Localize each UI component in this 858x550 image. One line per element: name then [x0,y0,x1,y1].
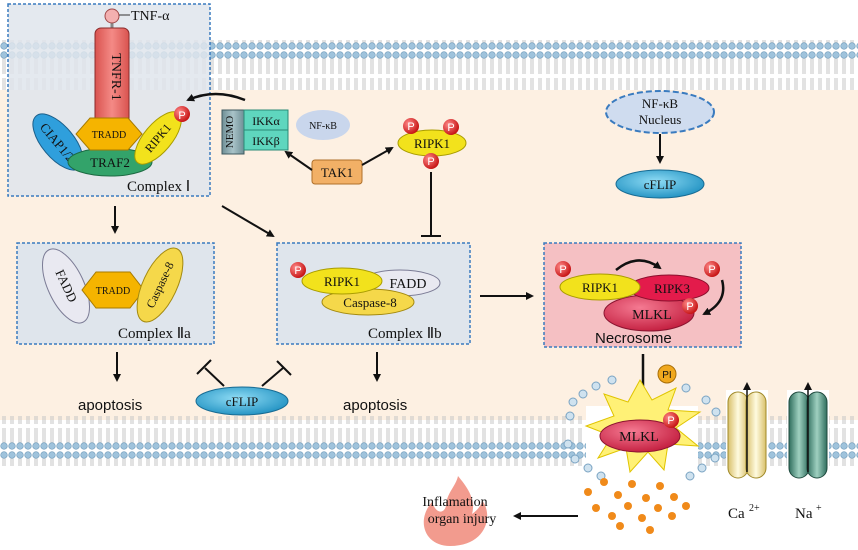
phospho-icon [704,261,720,277]
pi-icon [657,364,677,384]
scattered-lipids [563,375,721,481]
phospho-label: P [407,121,414,133]
phospho-label: P [294,265,301,277]
apoptosis-right: apoptosis [343,397,407,414]
phospho-label: P [447,122,454,134]
fadd-complex-iia [42,248,90,324]
organ-injury-label: organ injury [428,512,497,527]
phospho-icon [174,106,190,122]
inflammation-label: Inflamation [422,495,487,510]
nemo-label: NEMO [224,116,236,148]
nfkb-small-label: NF-κB [309,121,337,132]
phospho-label: P [686,301,693,313]
nfkb-nucleus-label: NF-κB [642,96,678,111]
cflip-protein-top [615,169,705,199]
nfkb-protein [296,110,350,140]
ripk1-complex-iib-label: RIPK1 [324,274,360,289]
ripk1-complex-iib [301,267,383,295]
arrow-tak1-to-ikk [284,150,313,171]
arrow-nemo-to-ripk1 [186,92,246,102]
ikka-label: IKKα [252,114,280,128]
tnfr1-label: TNFR-1 [108,53,123,100]
ripk1-phosphorylated-label: RIPK1 [414,136,450,151]
complex-iia-label: Complex Ⅱa [118,326,191,342]
cflip-top-label: cFLIP [644,177,677,192]
phospho-icon [290,262,306,278]
phospho-label: P [427,156,434,168]
necrosome-label: Necrosome [595,330,672,347]
nfkb-nucleus [605,90,715,134]
pi-label: PI [662,370,671,381]
phospho-icon [443,119,459,135]
cflip-protein-bottom [195,386,289,416]
nucleus-label: Nucleus [639,112,682,127]
sodium-label: Na [795,506,813,522]
complex-i-label: Complex Ⅰ [127,179,190,195]
released-cell-contents [584,478,690,534]
cflip-bottom-label: cFLIP [226,394,259,409]
flame-icon [423,476,488,546]
inhibit-cflip-to-iia [204,367,225,387]
tak1-label: TAK1 [321,165,353,180]
mlkl-membrane [599,419,681,453]
complex-iib-label: Complex Ⅱb [368,326,442,342]
inhibit-cflip-to-iib [261,367,284,387]
tnf-alpha-ligand [104,8,120,24]
phospho-icon [682,298,698,314]
phospho-label: P [708,264,715,276]
mlkl-membrane-label: MLKL [619,430,659,445]
calcium-charge: 2+ [749,503,760,514]
mlkl-necrosome-label: MLKL [632,308,672,323]
calcium-channel [726,382,768,480]
inhibit-bar [196,359,212,375]
ripk1-necrosome [559,273,641,301]
phospho-label: P [178,110,185,122]
phospho-icon [555,261,571,277]
arrow-ripk3-to-mlkl [702,279,725,316]
ikkb-protein [243,129,289,151]
ikkb-label: IKKβ [252,134,279,148]
fadd-complex-iib-label: FADD [389,277,426,292]
traf2-label: TRAF2 [90,155,130,170]
phospho-label: P [667,415,674,427]
ripk1-necrosome-label: RIPK1 [582,280,618,295]
tradd-label: TRADD [92,130,126,141]
phospho-label: P [559,264,566,276]
inhibit-bar [276,360,292,376]
calcium-label: Ca [728,506,745,522]
apoptosis-left: apoptosis [78,397,142,414]
phospho-icon [663,412,679,428]
tnf-alpha-label: TNF-α [131,9,170,24]
arrow-ripk1-to-ripk3 [615,259,662,271]
tradd-protein [75,117,143,151]
ripk3-label: RIPK3 [654,281,690,296]
phospho-icon [423,153,439,169]
arrow-complex-i-to-iib [221,205,275,238]
tradd-complex-iia [81,271,145,309]
tradd-complex-iia-label: TRADD [96,286,130,297]
arrow-tak1-to-ripk1 [361,147,394,166]
caspase8-complex-iib-label: Caspase-8 [343,295,396,310]
phospho-icon [403,118,419,134]
caspase8-complex-iia [136,247,184,323]
tak1-protein [311,159,363,185]
sodium-charge: + [816,503,822,514]
sodium-channel [787,382,829,480]
